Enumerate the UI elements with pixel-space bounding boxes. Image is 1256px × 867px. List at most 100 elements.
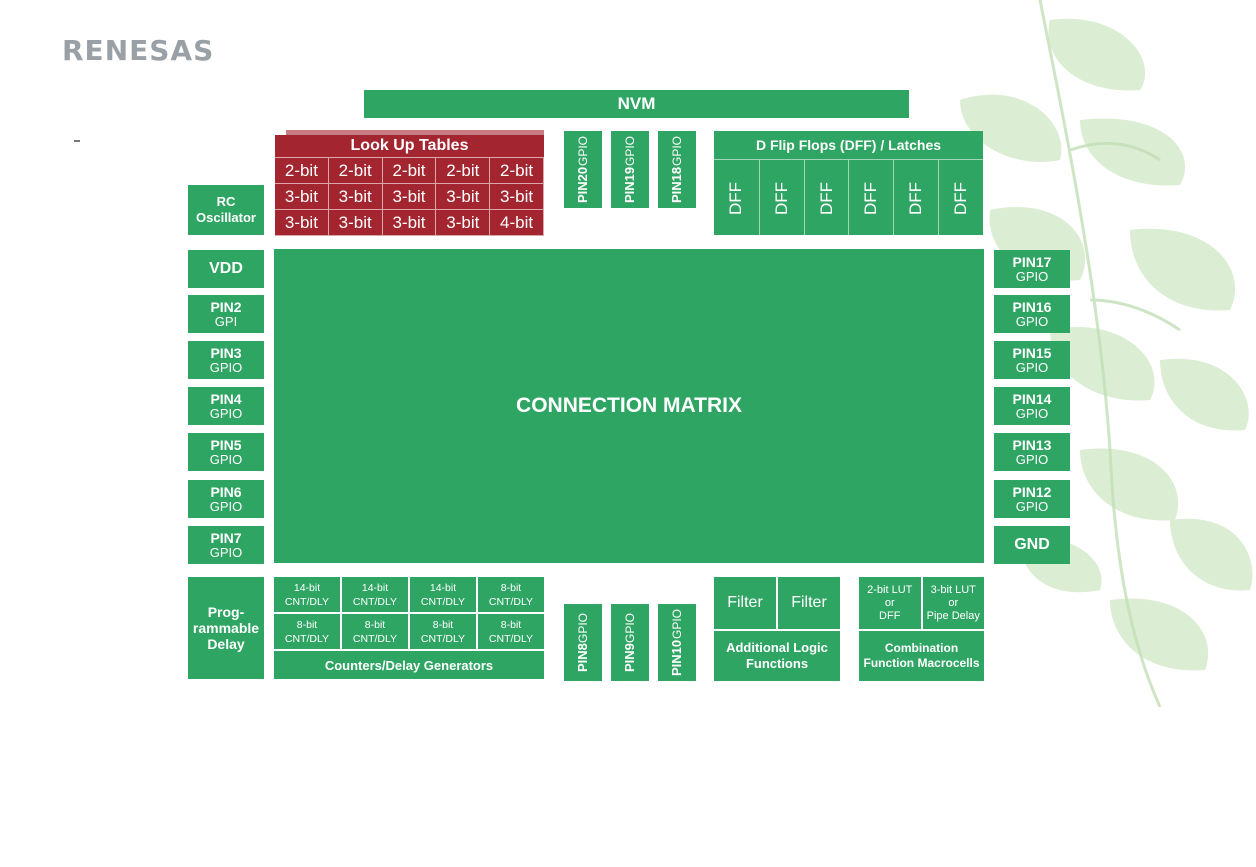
rc-oscillator-label-2: Oscillator — [196, 210, 256, 225]
counter-bits: 14-bit — [429, 581, 457, 594]
pin-name: PIN6 — [210, 483, 242, 500]
pin-name: PIN16 — [1012, 298, 1052, 315]
pin-type: GPIO — [209, 498, 243, 514]
macrocell-text: 2-bit LUT — [867, 583, 913, 596]
pin-name: PIN14 — [1012, 390, 1052, 407]
pin-type: GPIO — [1015, 405, 1049, 421]
pin-type: GPIO — [1015, 451, 1049, 467]
dff-label: DFF — [771, 181, 791, 215]
pin-name: PIN5 — [210, 436, 242, 453]
pin-gnd: GND — [994, 526, 1070, 564]
pin-name: PIN9 — [622, 643, 637, 672]
pin-vdd: VDD — [188, 250, 264, 288]
pin-type: GPIO — [623, 613, 637, 644]
lut-cell: 2-bit — [382, 158, 437, 184]
pin-name: VDD — [209, 260, 243, 277]
pin-name: PIN12 — [1012, 483, 1052, 500]
counter-bits: 14-bit — [293, 581, 321, 594]
pin-type: GPIO — [1015, 268, 1049, 284]
nvm-block: NVM — [364, 90, 909, 118]
dff-title: D Flip Flops (DFF) / Latches — [714, 131, 983, 160]
lut-cell: 3-bit — [328, 184, 383, 210]
lut-cell: 3-bit — [490, 184, 544, 210]
additional-logic-title-1: Additional Logic — [726, 640, 828, 655]
counter-bits: 8-bit — [500, 581, 522, 594]
pin-name: PIN3 — [210, 344, 242, 361]
macrocell-text: or — [948, 596, 959, 609]
pin-name: PIN2 — [210, 298, 242, 315]
counter-type: CNT/DLY — [488, 632, 534, 645]
pin-name: PIN18 — [669, 166, 684, 203]
dff-cell: DFF — [714, 160, 759, 236]
macrocell-text: 3-bit LUT — [930, 583, 976, 596]
macrocells-title-2: Function Macrocells — [863, 656, 980, 670]
lut-title: Look Up Tables — [350, 137, 469, 154]
pin-name: PIN7 — [210, 529, 242, 546]
pin-type: GPI — [214, 313, 238, 329]
renesas-logo: RENESAS — [62, 34, 215, 67]
lut-cell: 4-bit — [490, 210, 544, 236]
counter-bits: 8-bit — [500, 618, 522, 631]
lut-cell: 3-bit — [275, 210, 329, 236]
macrocells-title: Combination Function Macrocells — [859, 631, 984, 681]
pin-name: PIN19 — [622, 166, 637, 203]
prog-delay-label-3: Delay — [207, 636, 245, 652]
dff-label: DFF — [726, 181, 746, 215]
pin-name: PIN20 — [575, 166, 590, 203]
lut-cell: 3-bit — [275, 184, 329, 210]
dff-latches-block: D Flip Flops (DFF) / Latches DFF DFF DFF DF… — [714, 131, 983, 236]
pin-name: PIN13 — [1012, 436, 1052, 453]
pin-type: GPIO — [576, 613, 590, 644]
counter-bits: 8-bit — [364, 618, 386, 631]
connection-matrix: CONNECTION MATRIX — [274, 249, 984, 563]
counter-type: CNT/DLY — [488, 595, 534, 608]
macrocell-text: DFF — [879, 609, 901, 622]
dff-cell: DFF — [938, 160, 983, 236]
rc-oscillator-label-1: RC — [216, 194, 236, 209]
rc-oscillator-block: RC Oscillator — [188, 185, 264, 235]
filter-cell: Filter — [714, 577, 776, 629]
prog-delay-label-2: rammable — [192, 620, 260, 636]
additional-logic-block: Filter Filter Additional Logic Functions — [714, 577, 840, 681]
pin-name: PIN4 — [210, 390, 242, 407]
pin-name: PIN17 — [1012, 253, 1052, 270]
lut-cell: 3-bit — [328, 210, 383, 236]
pin-type: GPIO — [209, 359, 243, 375]
additional-logic-title-2: Functions — [745, 656, 809, 671]
lut-cell: 3-bit — [382, 184, 437, 210]
counter-type: CNT/DLY — [420, 632, 466, 645]
pin-type: GPIO — [576, 136, 590, 167]
lut-cell: 3-bit — [436, 184, 491, 210]
lut-cell: 2-bit — [436, 158, 491, 184]
dff-cell: DFF — [803, 160, 849, 236]
lut-cell: 2-bit — [328, 158, 383, 184]
counter-bits: 8-bit — [432, 618, 454, 631]
counters-title: Counters/Delay Generators — [274, 651, 544, 679]
pin-name: PIN10 — [669, 639, 684, 676]
lut-cell: 3-bit — [436, 210, 491, 236]
